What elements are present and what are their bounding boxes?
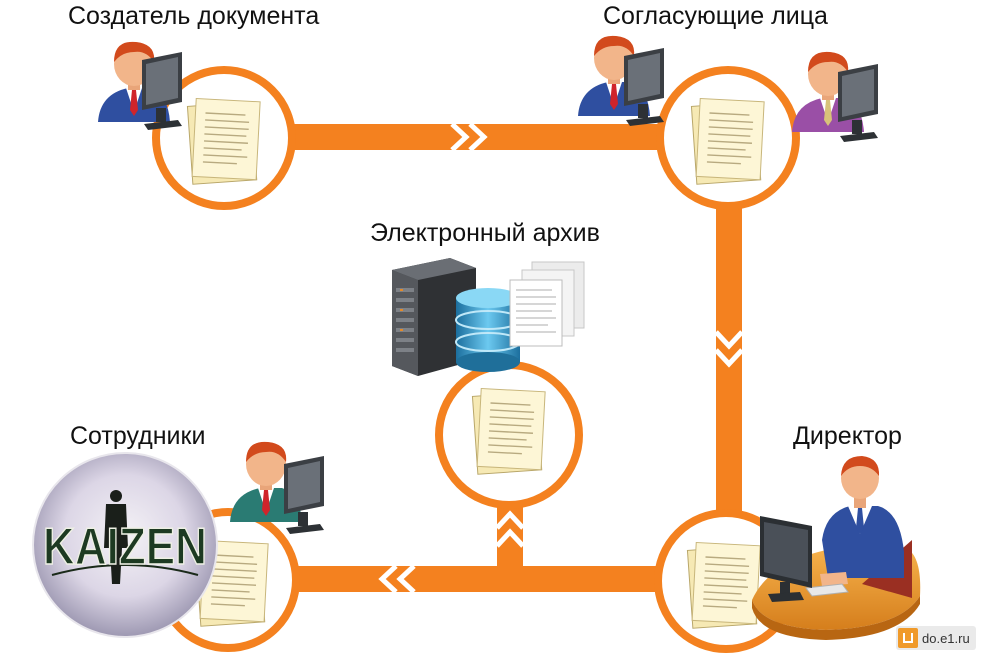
kaizen-badge: KAIZEN xyxy=(32,452,218,638)
person-at-computer-icon xyxy=(98,41,182,130)
server-icon xyxy=(392,258,476,376)
watermark-text: do.e1.ru xyxy=(922,630,970,646)
watermark: do.e1.ru xyxy=(896,626,976,650)
person-at-computer-icon xyxy=(792,51,878,142)
person-at-computer-icon xyxy=(230,441,324,534)
creator-label: Создатель документа xyxy=(68,2,320,30)
document-icon xyxy=(471,387,546,475)
document-icon xyxy=(186,97,261,185)
site-logo-icon xyxy=(898,628,918,648)
person-at-computer-icon xyxy=(578,35,664,126)
flow-chevrons xyxy=(378,122,744,594)
flow-creator-to-approvers xyxy=(290,124,670,150)
kaizen-figure-icon xyxy=(104,490,128,584)
employees-label: Сотрудники xyxy=(70,422,206,450)
director-label: Директор xyxy=(793,422,902,450)
director-at-desk-icon xyxy=(752,456,921,640)
database-icon xyxy=(455,288,521,372)
paper-stack-icon xyxy=(509,261,585,347)
document-icon xyxy=(686,541,761,629)
approvers-label: Согласующие лица xyxy=(603,2,828,30)
flow-director-to-employees xyxy=(280,566,670,592)
kaizen-badge-text: KAIZEN xyxy=(43,518,207,576)
archive-label: Электронный архив xyxy=(370,219,600,247)
document-icon xyxy=(690,97,765,185)
